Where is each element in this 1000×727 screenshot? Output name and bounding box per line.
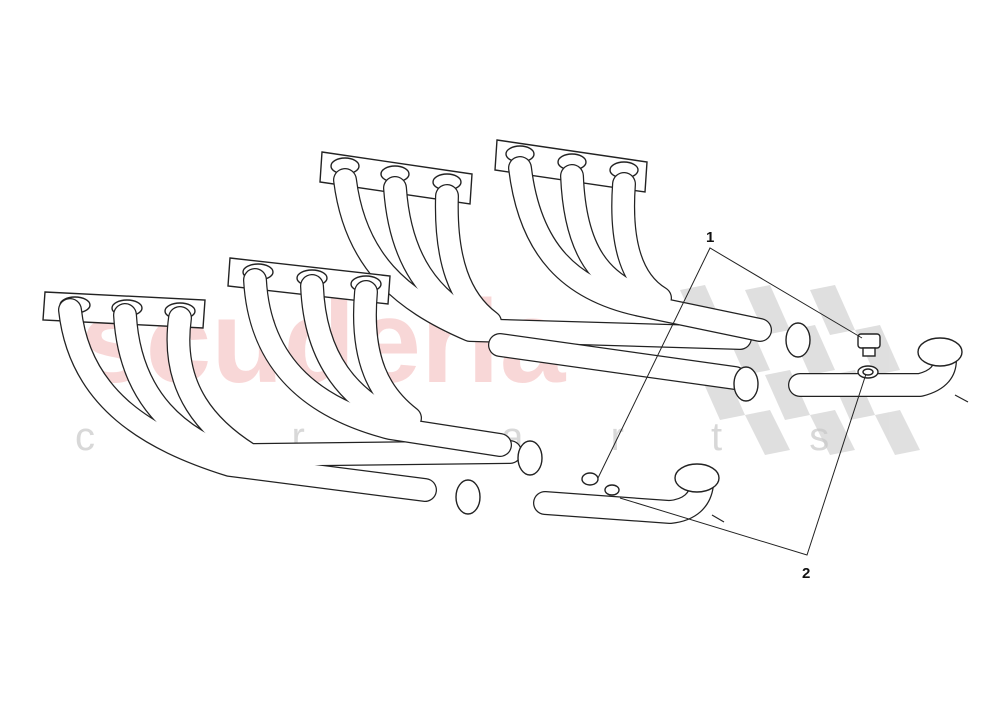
exhaust-manifold-front-left: [42, 291, 522, 502]
callout-2: 2: [802, 565, 810, 582]
exhaust-y-pipe-upper: [788, 337, 969, 403]
leader-lines: [597, 247, 867, 556]
pipe-clamps: [455, 322, 811, 515]
exhaust-y-pipe-lower: [533, 463, 725, 524]
sealing-washer: [857, 365, 879, 379]
exhaust-manifold-rear-right: [488, 139, 772, 390]
callout-1: 1: [706, 229, 714, 246]
drain-plug: [857, 333, 881, 357]
exhaust-manifold-front-right: [227, 257, 512, 457]
